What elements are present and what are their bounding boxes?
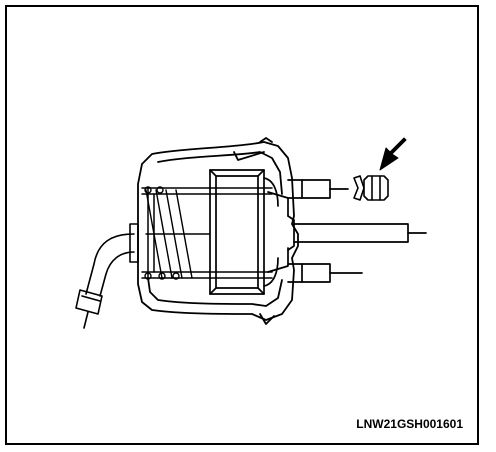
- lower-stud: [287, 263, 363, 283]
- washer-and-nut: [353, 175, 389, 201]
- spring-coils: [144, 186, 211, 280]
- diagram-frame: LNW21GSH001601: [5, 5, 479, 445]
- brake-chamber-drawing: [75, 137, 427, 329]
- piston-block: [209, 169, 289, 295]
- inner-cylinder: [141, 187, 273, 279]
- push-rod: [287, 215, 427, 251]
- figure-code: LNW21GSH001601: [356, 417, 463, 431]
- inlet-pipe: [75, 223, 139, 329]
- housing-outer: [137, 137, 299, 325]
- upper-stud: [287, 179, 349, 199]
- arrow-pointer-icon: [379, 137, 407, 171]
